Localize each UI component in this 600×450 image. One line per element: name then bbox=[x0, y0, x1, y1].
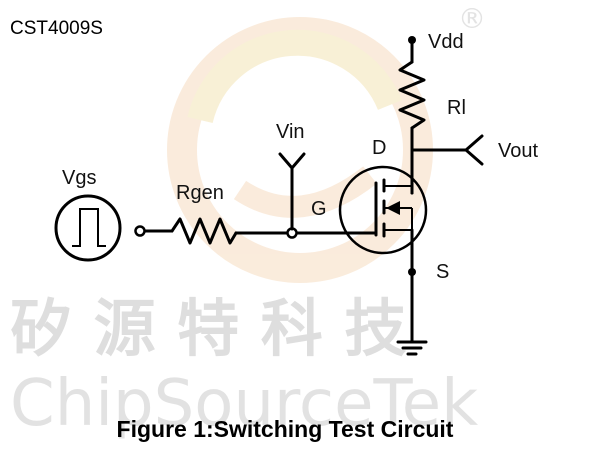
watermark-chinese-text: 矽 源 特 科 技 bbox=[10, 292, 406, 365]
vin-probe-symbol bbox=[278, 152, 306, 170]
watermark-registered-mark: ® bbox=[458, 2, 486, 35]
ground-symbol bbox=[396, 340, 428, 356]
watermark-english-text: ChipSourceTek bbox=[10, 367, 478, 441]
mosfet-transistor bbox=[338, 165, 428, 255]
vout-probe-symbol bbox=[464, 134, 484, 166]
gate-resistor-rgen bbox=[170, 217, 238, 245]
load-resistor-rl bbox=[398, 60, 426, 130]
figure-caption: Figure 1:Switching Test Circuit bbox=[117, 416, 454, 442]
vgs-label: Vgs bbox=[62, 167, 96, 189]
gate-label: G bbox=[311, 198, 327, 220]
source-label: S bbox=[436, 261, 449, 283]
vdd-label: Vdd bbox=[428, 31, 464, 53]
rl-label: Rl bbox=[447, 97, 466, 119]
drain-label: D bbox=[372, 137, 386, 159]
vin-label: Vin bbox=[276, 121, 305, 143]
part-number: CST4009S bbox=[10, 18, 103, 39]
vgs-pulse-generator bbox=[54, 194, 122, 262]
vgs-output-terminal bbox=[134, 225, 146, 237]
rgen-label: Rgen bbox=[176, 182, 224, 204]
vout-label: Vout bbox=[498, 140, 538, 162]
